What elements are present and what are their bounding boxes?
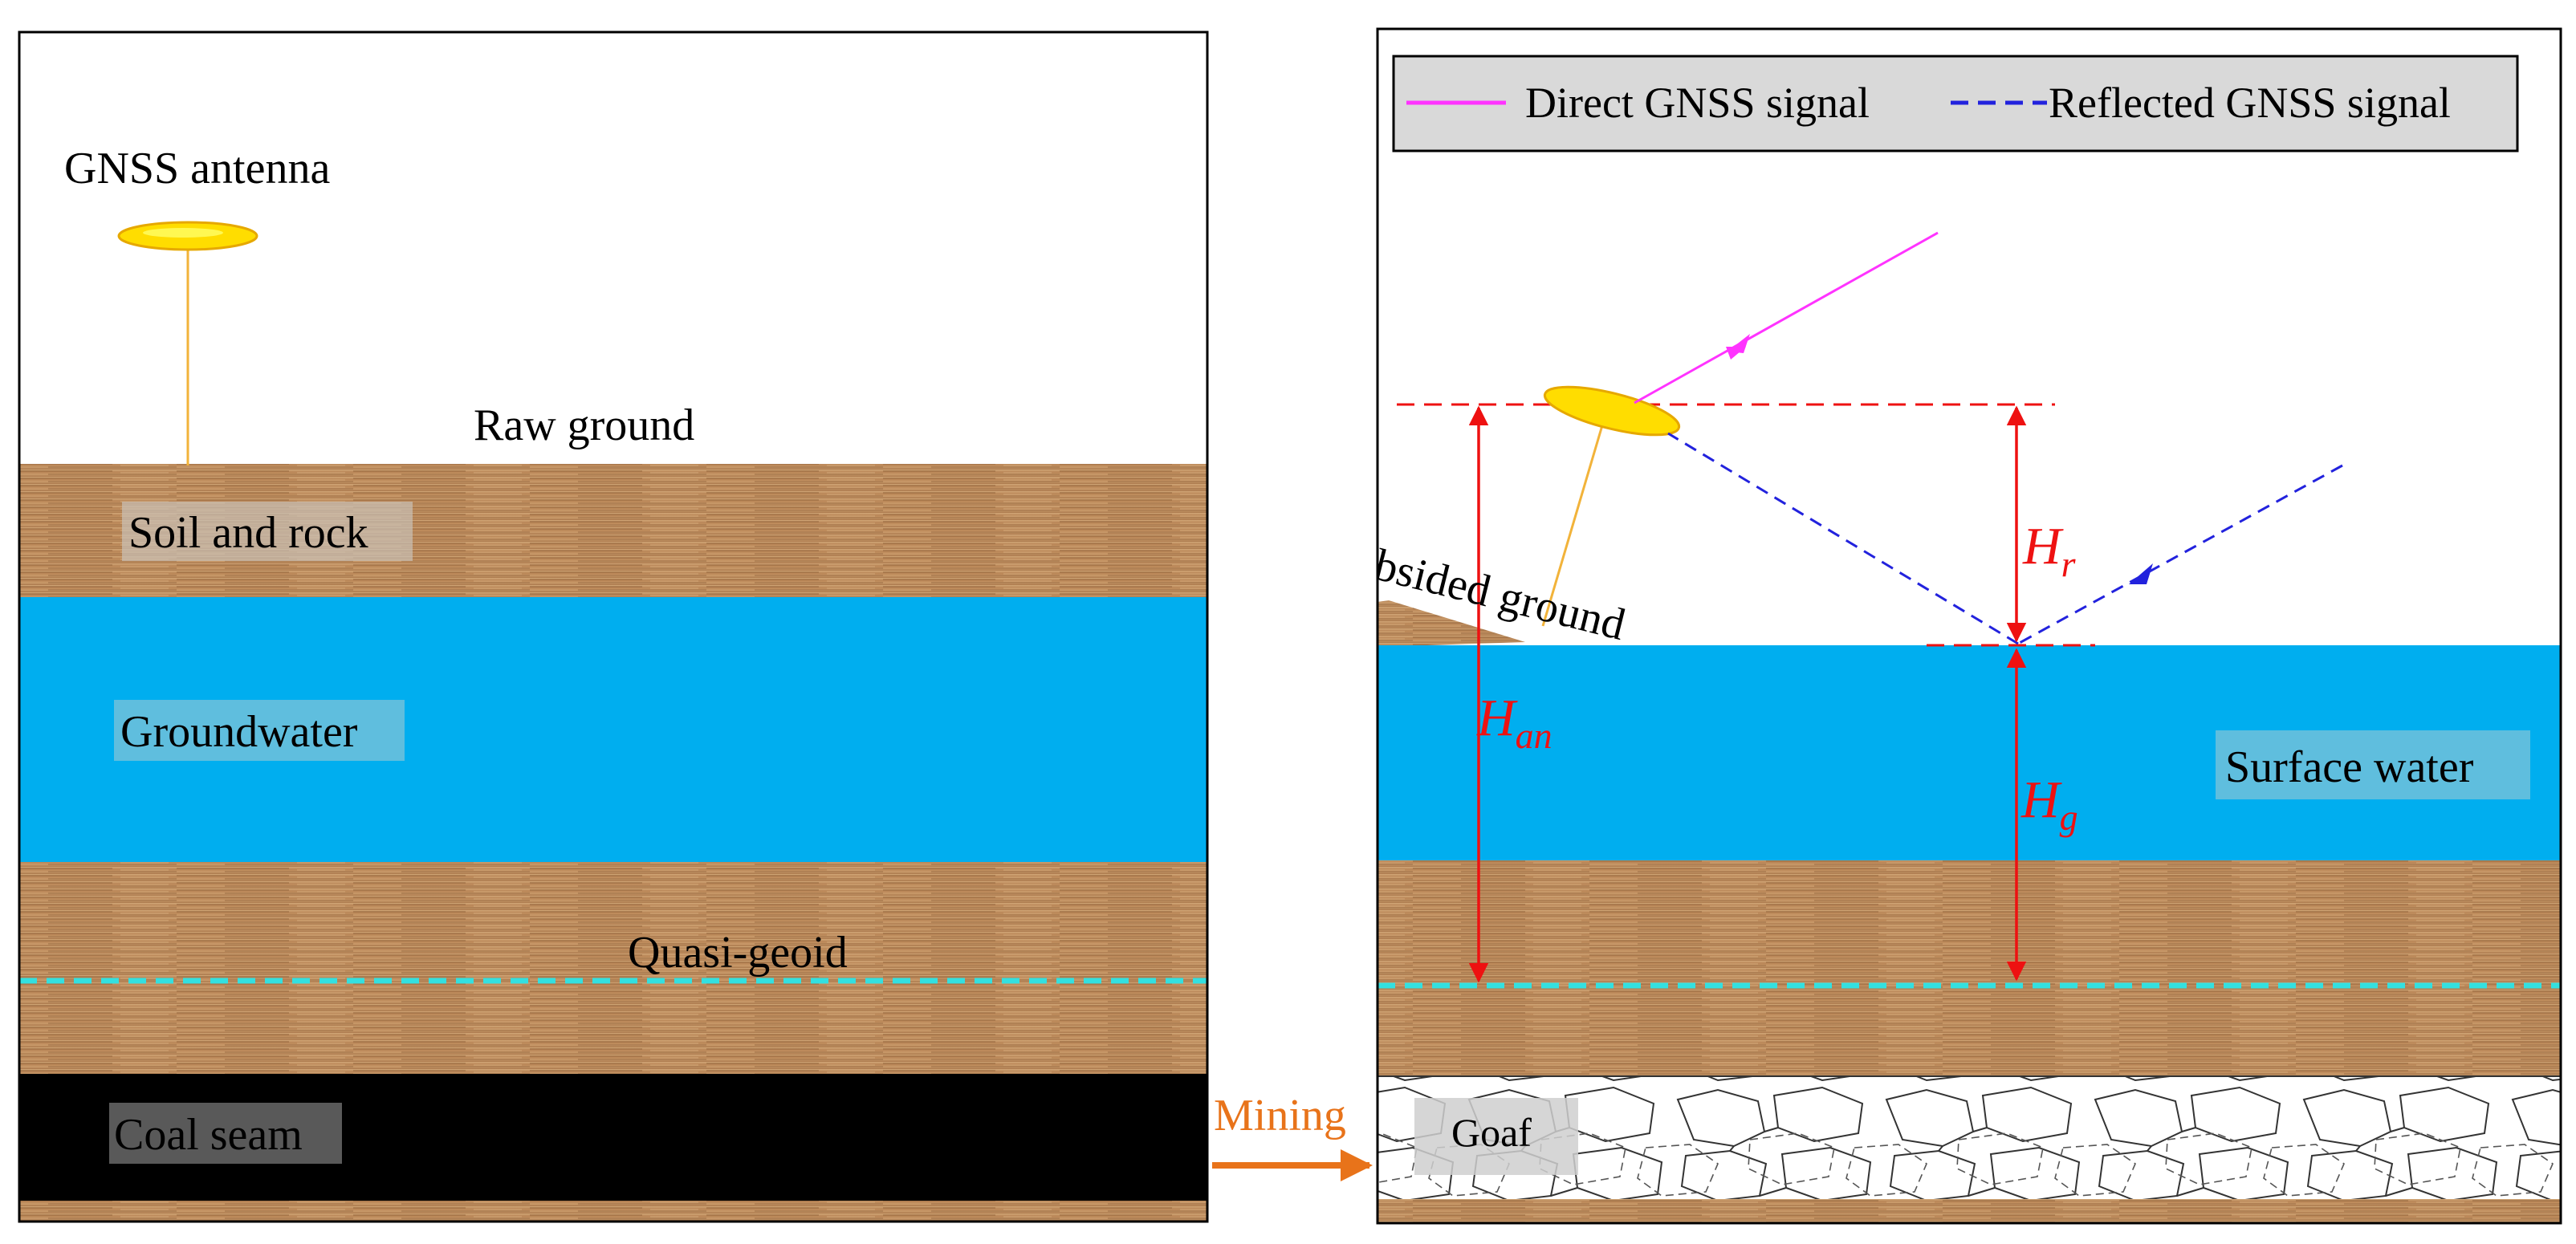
goaf-label-bg [1414,1098,1578,1175]
quasi-geoid-label: Quasi-geoid [628,928,848,978]
h-r-label: Hr [2022,517,2077,584]
direct-signal-arrow-icon [1728,334,1750,353]
mining-transition: Mining [1212,1091,1373,1181]
left-lower-strata [19,862,1207,1075]
coal-seam-label: Coal seam [114,1110,303,1160]
left-panel-frame [18,30,1209,1223]
gnss-antenna-label: GNSS antenna [64,144,330,193]
right-bottom-strata [1378,1199,2561,1223]
soil-label-bg [122,502,413,561]
left-bottom-strata [19,1201,1207,1222]
mining-label: Mining [1214,1091,1346,1140]
h-an-label: Han [1476,689,1553,756]
left-antenna-highlight [143,228,223,238]
direct-signal-ray [1634,231,1939,405]
right-lower-strata [1378,860,2561,1077]
groundwater-label-bg [114,700,405,761]
coal-label-bg [109,1103,342,1164]
raw-ground-label: Raw ground [474,400,694,450]
reflected-signal-arrow-icon [2129,563,2153,584]
h-g-label: Hg [2021,770,2078,838]
legend-reflected-label: Reflected GNSS signal [2049,79,2451,127]
soil-and-rock-label: Soil and rock [128,508,368,558]
reflected-signal-up-ray [1667,432,2019,645]
surface-water-label: Surface water [2225,742,2474,792]
right-antenna-pole [1541,425,1604,627]
legend-direct-label: Direct GNSS signal [1525,79,1870,127]
groundwater-label: Groundwater [120,707,358,757]
right-antenna-dish-icon [1543,385,1681,437]
right-panel-frame [1376,27,2562,1225]
left-panel-before-mining: GNSS antenna Raw ground Soil and rock Gr… [19,32,1207,1222]
right-panel-after-mining: Direct GNSS signal Reflected GNSS signal… [1378,29,2561,1223]
surface-water-label-bg [2216,730,2530,799]
goaf-label: Goaf [1451,1110,1532,1155]
